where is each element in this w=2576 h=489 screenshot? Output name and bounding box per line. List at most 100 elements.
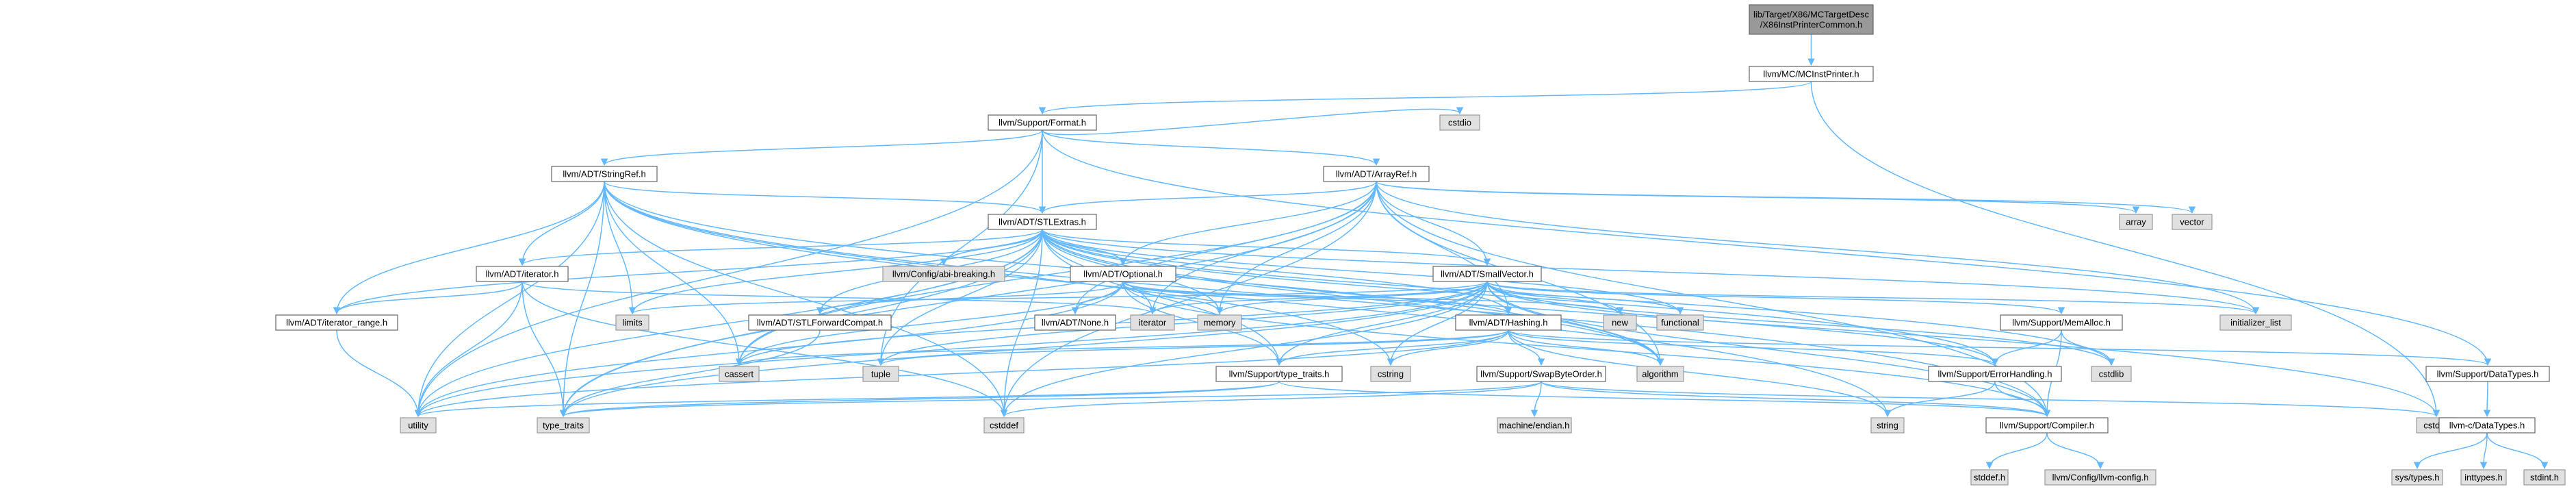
edge-smallvector-to-compiler <box>1486 281 2051 418</box>
edge-stringref-to-utility <box>414 181 605 418</box>
node-inttypes: inttypes.h <box>2460 469 2507 486</box>
edge-hashing-to-errorhandling <box>1508 329 1999 366</box>
edge-hashing-to-swapbyte <box>1508 329 1545 366</box>
node-box <box>988 114 1097 131</box>
node-algorithm: algorithm <box>1636 366 1684 382</box>
edge-arrayref-to-stlextras <box>1038 181 1377 214</box>
edge-smallvector-to-limits <box>629 281 1488 315</box>
edge-cdatatypes-to-systypes <box>2413 432 2488 470</box>
edge-hashing-to-string <box>1508 329 1892 418</box>
node-cstddef: cstddef <box>983 417 1025 434</box>
edge-iteratorh-to-utility <box>414 281 523 418</box>
node-iterrange[interactable]: llvm/ADT/iterator_range.h <box>275 314 398 331</box>
node-typetraitsh[interactable]: llvm/Support/type_traits.h <box>1215 366 1343 382</box>
node-cdatatypes[interactable]: llvm-c/DataTypes.h <box>2438 417 2536 434</box>
node-box <box>275 314 398 331</box>
node-datatypes[interactable]: llvm/Support/DataTypes.h <box>2425 366 2550 382</box>
node-box <box>1985 417 2109 434</box>
node-box <box>1455 314 1562 331</box>
node-label: algorithm <box>1642 369 1678 379</box>
edge-swapbyte-to-cstdint <box>1541 381 2440 418</box>
edge-smallvector-to-cstring <box>1387 281 1488 366</box>
node-mcinst[interactable]: llvm/MC/MCInstPrinter.h <box>1749 66 1874 82</box>
node-smallvector[interactable]: llvm/ADT/SmallVector.h <box>1432 266 1542 282</box>
edge-cdatatypes-to-stdint <box>2486 432 2549 470</box>
node-cstdio: cstdio <box>1439 114 1480 131</box>
node-label: utility <box>408 421 428 431</box>
edge-smallvector-to-initlist <box>1486 281 2259 315</box>
node-label: llvm/Support/type_traits.h <box>1229 369 1330 379</box>
node-optional[interactable]: llvm/ADT/Optional.h <box>1070 266 1176 282</box>
edge-stlextras-to-tuple <box>877 229 1043 366</box>
node-utility: utility <box>400 417 437 434</box>
node-label: cstdlib <box>2099 369 2124 379</box>
node-abibreaking: llvm/Config/abi-breaking.h <box>882 266 1005 282</box>
node-box <box>983 417 1025 434</box>
edge-arrayref-to-cassert <box>735 181 1377 366</box>
node-stringref[interactable]: llvm/ADT/StringRef.h <box>551 166 658 182</box>
node-label: sys/types.h <box>2395 473 2439 483</box>
edge-hashing-to-cstring <box>1387 329 1509 366</box>
edge-typetraitsh-to-utility <box>415 381 1280 418</box>
edge-format-to-arrayref <box>1042 129 1380 166</box>
node-compiler[interactable]: llvm/Support/Compiler.h <box>1985 417 2109 434</box>
edge-smallvector-to-memalloc <box>1486 281 2065 315</box>
node-label: llvm/Support/ErrorHandling.h <box>1938 369 2052 379</box>
edge-smallvector-to-newh <box>1486 281 1624 315</box>
node-stlfwd[interactable]: llvm/ADT/STLForwardCompat.h <box>748 314 892 331</box>
node-label: llvm/ADT/Optional.h <box>1083 269 1163 279</box>
node-none[interactable]: llvm/ADT/None.h <box>1034 314 1116 331</box>
node-swapbyte[interactable]: llvm/Support/SwapByteOrder.h <box>1476 366 1606 382</box>
edge-optional-to-utility <box>414 281 1124 418</box>
node-root[interactable]: lib/Target/X86/MCTargetDesc/X86InstPrint… <box>1749 4 1874 35</box>
node-box <box>1749 4 1874 35</box>
node-format[interactable]: llvm/Support/Format.h <box>988 114 1097 131</box>
node-memalloc[interactable]: llvm/Support/MemAlloc.h <box>2000 314 2123 331</box>
node-box <box>2219 314 2292 331</box>
node-string: string <box>1870 417 1905 434</box>
node-typetraits: type_traits <box>537 417 590 434</box>
edge-stringref-to-iteratorh <box>518 181 605 266</box>
node-label: llvm/ADT/None.h <box>1042 318 1109 328</box>
node-limits: limits <box>615 314 649 331</box>
node-label: llvm/Support/DataTypes.h <box>2437 369 2539 379</box>
edge-stlextras-to-errorhandling <box>1042 229 1999 366</box>
edge-hashing-to-algorithm <box>1508 329 1664 366</box>
node-label: machine/endian.h <box>1499 421 1570 431</box>
node-box <box>882 266 1005 282</box>
node-box <box>2460 469 2507 486</box>
node-box <box>1656 314 1704 331</box>
edge-compiler-to-stddef <box>1985 432 2048 470</box>
edge-iteratorh-to-iterrange <box>333 281 523 315</box>
node-label: iterator <box>1139 318 1167 328</box>
node-box <box>400 417 437 434</box>
edge-hashing-to-datatypes <box>1508 329 2491 366</box>
node-label: cstddef <box>990 421 1018 431</box>
node-iteratorh[interactable]: llvm/ADT/iterator.h <box>476 266 569 282</box>
edge-swapbyte-to-machendian <box>1530 381 1542 418</box>
node-box <box>988 214 1097 230</box>
edge-format-to-stringref <box>600 129 1043 166</box>
edge-stringref-to-typetraits <box>559 181 605 418</box>
node-label: llvm/Support/Format.h <box>999 118 1086 128</box>
edge-iteratorh-to-typetraits <box>521 281 567 418</box>
node-stlextras[interactable]: llvm/ADT/STLExtras.h <box>988 214 1097 230</box>
edge-stringref-to-limits <box>604 181 636 315</box>
node-arrayref[interactable]: llvm/ADT/ArrayRef.h <box>1323 166 1430 182</box>
node-errorhandling[interactable]: llvm/Support/ErrorHandling.h <box>1928 366 2062 382</box>
node-hashing[interactable]: llvm/ADT/Hashing.h <box>1455 314 1562 331</box>
edge-swapbyte-to-compiler <box>1541 381 2051 418</box>
edge-typetraitsh-to-typetraits <box>560 381 1280 418</box>
edge-hashing-to-tuple <box>877 329 1509 366</box>
edge-optional-to-stlfwd <box>816 281 1124 315</box>
edge-hashing-to-utility <box>414 329 1509 418</box>
node-label: llvm/Support/MemAlloc.h <box>2012 318 2111 328</box>
node-box <box>719 366 760 382</box>
edge-stlextras-to-cstddef <box>1000 229 1043 418</box>
edge-format-to-tuple <box>877 129 1043 366</box>
edge-format-to-utility <box>414 129 1043 418</box>
node-stddef: stddef.h <box>1970 469 2009 486</box>
edge-arrayref-to-optional <box>1119 181 1377 266</box>
node-box <box>2091 366 2132 382</box>
node-label: cassert <box>725 369 754 379</box>
